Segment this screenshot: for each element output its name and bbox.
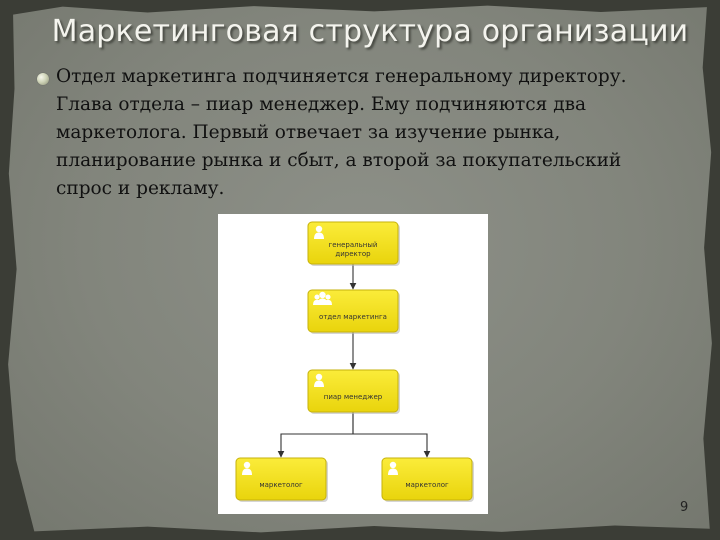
body-text: Отдел маркетинга подчиняется генеральном… [56, 66, 627, 199]
node-box [307, 289, 399, 333]
node-box [235, 457, 327, 501]
node-label: пиар менеджер [324, 393, 383, 401]
node-m2: маркетолог [381, 457, 474, 502]
person-icon [242, 461, 252, 475]
group-icon [313, 291, 332, 305]
node-box [307, 369, 399, 413]
node-pr: пиар менеджер [307, 369, 400, 414]
person-icon [314, 373, 324, 387]
node-box [381, 457, 473, 501]
node-box [307, 221, 399, 265]
node-label: директор [335, 250, 371, 258]
node-label: генеральный [329, 241, 378, 249]
node-label: маркетолог [259, 481, 303, 489]
slide-title: Маркетинговая структура организации [51, 14, 689, 49]
person-icon [388, 461, 398, 475]
node-m1: маркетолог [235, 457, 328, 502]
node-dept: отдел маркетинга [307, 289, 400, 334]
node-label: маркетолог [405, 481, 449, 489]
page-number: 9 [680, 500, 689, 515]
connector-pr-m2 [352, 412, 431, 458]
person-icon [314, 225, 324, 239]
node-label: отдел маркетинга [319, 313, 387, 321]
bullet-icon [37, 73, 49, 85]
connector-pr-m1 [277, 412, 354, 458]
